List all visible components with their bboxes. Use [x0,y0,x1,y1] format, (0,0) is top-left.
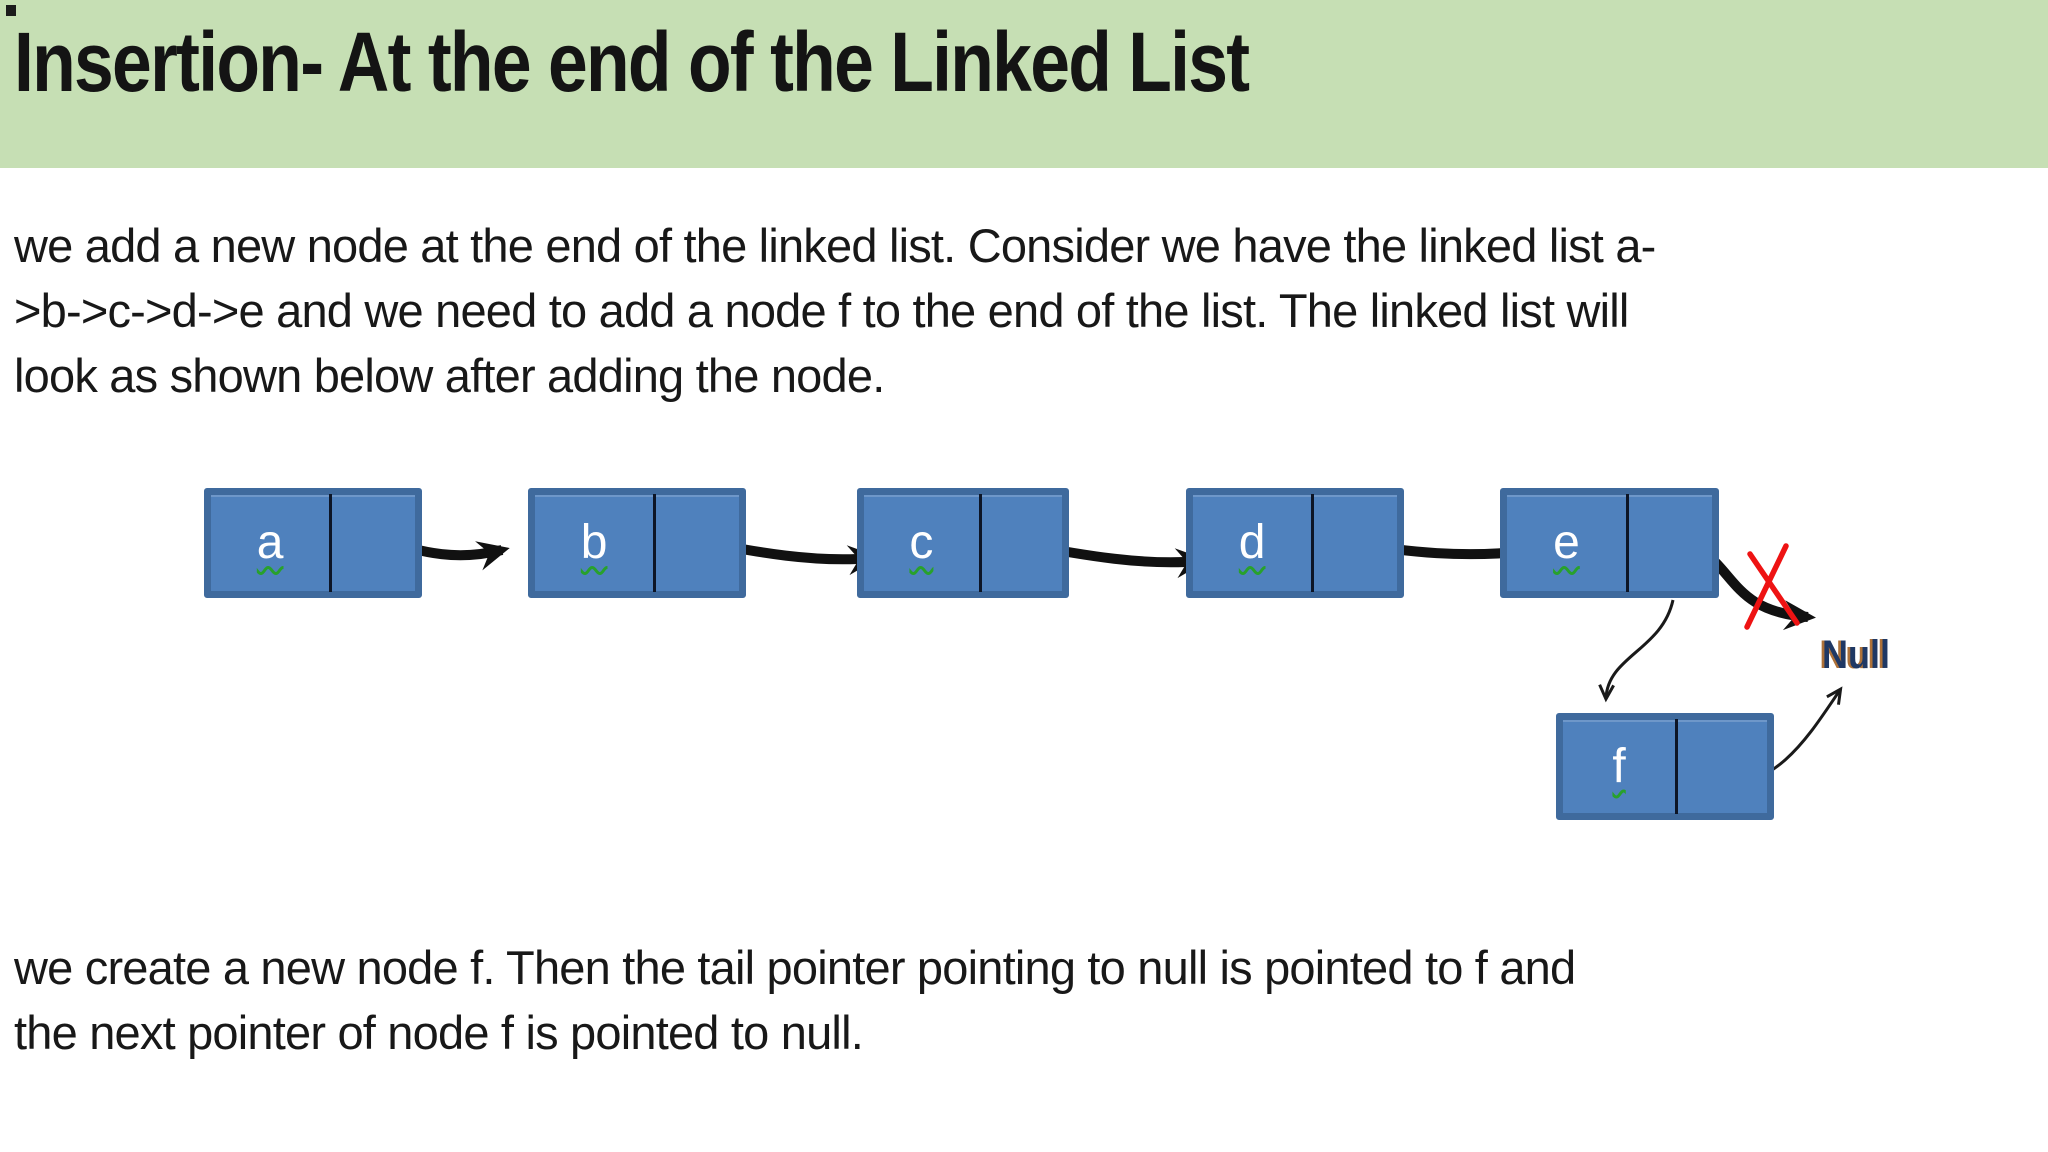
node-c: c [857,488,1069,598]
node-d-label: d [1238,516,1266,569]
intro-paragraph: we add a new node at the end of the link… [14,213,1656,408]
node-d: d [1186,488,1404,598]
node-a: a [204,488,422,598]
node-b: b [528,488,746,598]
node-e-label: e [1553,516,1580,569]
title-bar: Insertion- At the end of the Linked List [0,0,2048,168]
paragraph-line: we add a new node at the end of the link… [14,219,1656,272]
node-cell-divider [1625,494,1629,592]
node-cell-divider [653,494,657,592]
node-cell-divider [978,494,982,592]
paragraph-line: look as shown below after adding the nod… [14,349,885,402]
node-cell-divider [329,494,333,592]
node-c-label: c [909,516,934,569]
linked-list-diagram: a b c d e f Null [0,380,2048,930]
node-b-label: b [580,516,608,569]
closing-paragraph: we create a new node f. Then the tail po… [14,935,1576,1065]
null-label: Null [1822,633,1890,677]
corner-artifact [6,5,16,16]
node-f: f [1556,713,1774,820]
node-f-label: f [1612,739,1626,793]
node-cell-divider [1675,719,1679,814]
crossout-x-icon [1744,543,1800,630]
paragraph-line: >b->c->d->e and we need to add a node f … [14,284,1629,337]
paragraph-line: we create a new node f. Then the tail po… [14,941,1576,994]
node-a-label: a [256,516,284,569]
slide-title: Insertion- At the end of the Linked List [14,15,1250,109]
arrow-e-to-f [1598,599,1675,703]
node-cell-divider [1311,494,1315,592]
node-e: e [1500,488,1719,598]
paragraph-line: the next pointer of node f is pointed to… [14,1006,864,1059]
